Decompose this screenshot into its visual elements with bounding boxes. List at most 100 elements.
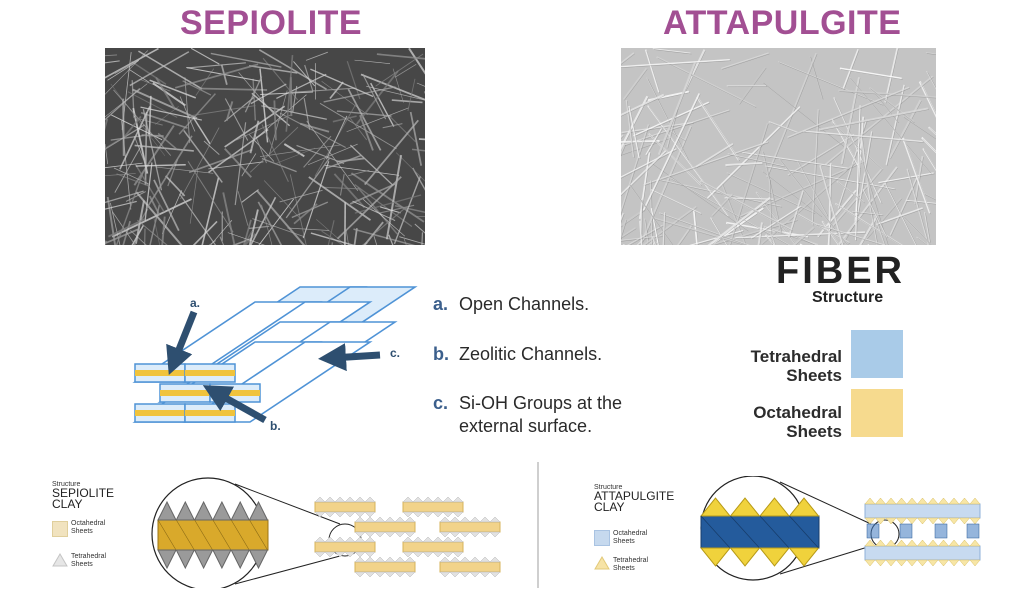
tetrahedron (157, 549, 177, 570)
tetra-tick (404, 516, 416, 523)
legend-text: Si-OH Groups at the (459, 393, 623, 413)
tetra-tick (394, 516, 406, 523)
tetra-tick (969, 559, 981, 567)
title-line: ATTAPULGITE (594, 489, 675, 503)
sem-fiber (393, 176, 421, 245)
sem-fiber (818, 107, 929, 131)
sem-fiber (192, 117, 211, 145)
sem-fiber (105, 190, 144, 204)
sem-fiber (621, 93, 665, 116)
sem-fiber-shadow (667, 108, 679, 149)
tetra-tick (344, 536, 356, 543)
sem-fiber (112, 211, 136, 245)
sem-fiber (861, 160, 889, 245)
sem-fiber-shadow (870, 88, 915, 124)
tetra-tick (374, 516, 386, 523)
tetra-tick (895, 517, 908, 525)
sem-fiber-shadow (836, 204, 902, 245)
sem-fiber-shadow (915, 157, 924, 205)
sem-fiber (249, 120, 260, 154)
sem-fiber-shadow (779, 62, 884, 106)
sem-fiber (382, 123, 403, 129)
sem-fiber (129, 69, 150, 83)
sem-fiber (252, 78, 256, 121)
channel-block (966, 523, 980, 539)
title-line: SEPIOLITE (52, 486, 115, 500)
sem-fiber (258, 49, 327, 91)
tetra-tick (354, 516, 366, 523)
sem-fiber (243, 219, 252, 245)
sem-fiber (257, 201, 283, 245)
tetrahedron (175, 549, 196, 570)
sem-fiber (366, 85, 425, 101)
label-line: Octahedral (71, 520, 106, 527)
sem-fiber (339, 174, 345, 196)
sem-fiber (144, 228, 146, 245)
sem-fiber (815, 223, 887, 245)
sem-fiber (273, 100, 277, 141)
sem-fiber (878, 172, 934, 184)
sem-fiber-shadow (839, 91, 936, 99)
sem-fiber (728, 122, 768, 245)
sem-fiber (232, 237, 252, 245)
sem-fiber (144, 162, 153, 221)
tetra-tick (442, 496, 454, 503)
sem-fiber (865, 197, 902, 239)
sem-fiber (110, 134, 144, 141)
octahedral-block (439, 521, 501, 533)
sem-fiber-shadow (726, 163, 764, 167)
sem-fiber (923, 212, 931, 243)
sem-fiber (669, 177, 790, 245)
attapulgite-sem-image (621, 48, 936, 245)
sem-fiber (677, 225, 692, 245)
sem-fiber (113, 89, 172, 156)
sem-fiber-shadow (819, 109, 929, 131)
tetra-tick (354, 556, 366, 563)
sem-fiber (403, 238, 407, 245)
tetra-tick (916, 517, 929, 525)
tetra-tick (479, 571, 491, 578)
tetrahedron (758, 497, 791, 517)
sem-fiber (178, 93, 216, 135)
sem-fiber (876, 207, 923, 226)
tetra-tick (885, 497, 897, 505)
sem-fiber (851, 210, 883, 216)
sem-fiber-shadow (852, 211, 884, 216)
sem-fiber-shadow (861, 134, 872, 205)
sem-fiber (347, 169, 370, 177)
sem-fiber-shadow (789, 191, 805, 239)
octahedral-block (864, 503, 981, 519)
sem-fiber-shadow (646, 129, 663, 156)
tetra-tick (449, 516, 461, 523)
sem-fiber (650, 188, 702, 215)
sem-fiber-shadow (621, 228, 637, 239)
sem-fiber (824, 75, 933, 166)
sem-fiber (256, 190, 306, 245)
sem-fiber (792, 226, 815, 245)
sem-fiber (362, 73, 387, 120)
sem-fiber (623, 109, 730, 146)
sem-fiber-shadow (879, 173, 935, 184)
sem-fiber (153, 179, 180, 232)
sem-fiber (725, 161, 763, 167)
sem-fiber (279, 112, 346, 148)
tetra-tick (927, 559, 939, 567)
sem-fiber (174, 63, 259, 89)
sem-fiber-shadow (697, 97, 741, 162)
sem-fiber-shadow (907, 169, 930, 245)
sem-fiber-shadow (621, 60, 731, 68)
octahedral-block (314, 541, 376, 553)
diagram-label-b: b. (270, 419, 281, 433)
sem-fiber (116, 173, 150, 187)
tetra-tick (449, 531, 461, 538)
sem-fiber (243, 230, 253, 245)
sem-fiber (289, 174, 307, 245)
diagram-label-a: a. (190, 296, 200, 310)
sem-fiber (385, 154, 403, 240)
tetra-tick (489, 556, 501, 563)
sem-fiber (149, 79, 197, 99)
sem-fiber (329, 81, 344, 100)
sem-fiber (189, 169, 199, 224)
sem-fiber (842, 49, 859, 90)
sem-fiber (408, 48, 425, 75)
